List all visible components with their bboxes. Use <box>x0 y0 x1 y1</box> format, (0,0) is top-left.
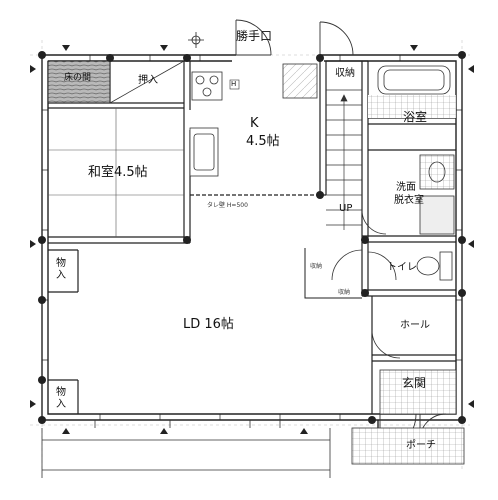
back-door-2 <box>319 21 354 56</box>
oshiire-diagonal <box>109 60 185 104</box>
monoire-label-2: 物入 <box>56 387 66 410</box>
sink <box>189 127 219 177</box>
kitchen-mark-box <box>229 79 240 90</box>
interior-walls <box>48 60 456 414</box>
back-door <box>235 19 272 56</box>
up-label: UP <box>339 203 353 214</box>
stairs <box>326 89 362 230</box>
toilet-label: トイレ <box>387 262 417 273</box>
tokonoma-label: 床の間 <box>64 73 92 83</box>
kitchen-name-label: K <box>250 116 259 131</box>
bath-label: 浴室 <box>403 110 428 124</box>
genkan-label: 玄関 <box>402 376 427 390</box>
kitchen-size-label: 4.5帖 <box>246 134 280 149</box>
compass-icon <box>188 32 204 48</box>
tokonoma-floor <box>47 60 111 104</box>
south-windows <box>94 420 281 428</box>
porch-label: ポーチ <box>406 440 436 451</box>
hall-label: ホール <box>400 320 430 331</box>
porch-area <box>351 427 465 465</box>
stove <box>191 71 223 101</box>
fridge-hatched <box>282 63 318 99</box>
kitchen-mark: H <box>231 80 237 88</box>
tatami-lines <box>48 108 184 237</box>
bathtub <box>377 65 451 95</box>
bath-floor <box>368 95 456 118</box>
south-deck <box>41 428 331 478</box>
toilet-door <box>367 251 397 281</box>
hall-door <box>371 329 401 359</box>
counter-height-note: タレ壁 H=500 <box>207 202 248 209</box>
ld-door <box>331 249 363 281</box>
washroom-door <box>361 209 387 235</box>
column-markers <box>38 51 466 424</box>
monoire-label-1: 物入 <box>56 258 66 281</box>
washbasin <box>419 154 455 190</box>
senmen-label-2: 脱衣室 <box>394 195 424 206</box>
washing-machine <box>419 195 455 235</box>
shunou-note-1: 収納 <box>310 263 323 270</box>
oshiire-label: 押入 <box>138 75 158 86</box>
grid-triangles <box>30 45 474 434</box>
senmen-label-1: 洗面 <box>396 182 416 193</box>
washitsu-label: 和室4.5帖 <box>88 165 148 180</box>
storage-label: 収納 <box>335 68 355 79</box>
genkan-floor <box>379 369 457 415</box>
back-door-label: 勝手口 <box>236 29 273 43</box>
toilet-fixture <box>416 251 453 281</box>
ld-label: LD 16帖 <box>183 317 234 332</box>
shunou-note-2: 収納 <box>338 289 351 296</box>
